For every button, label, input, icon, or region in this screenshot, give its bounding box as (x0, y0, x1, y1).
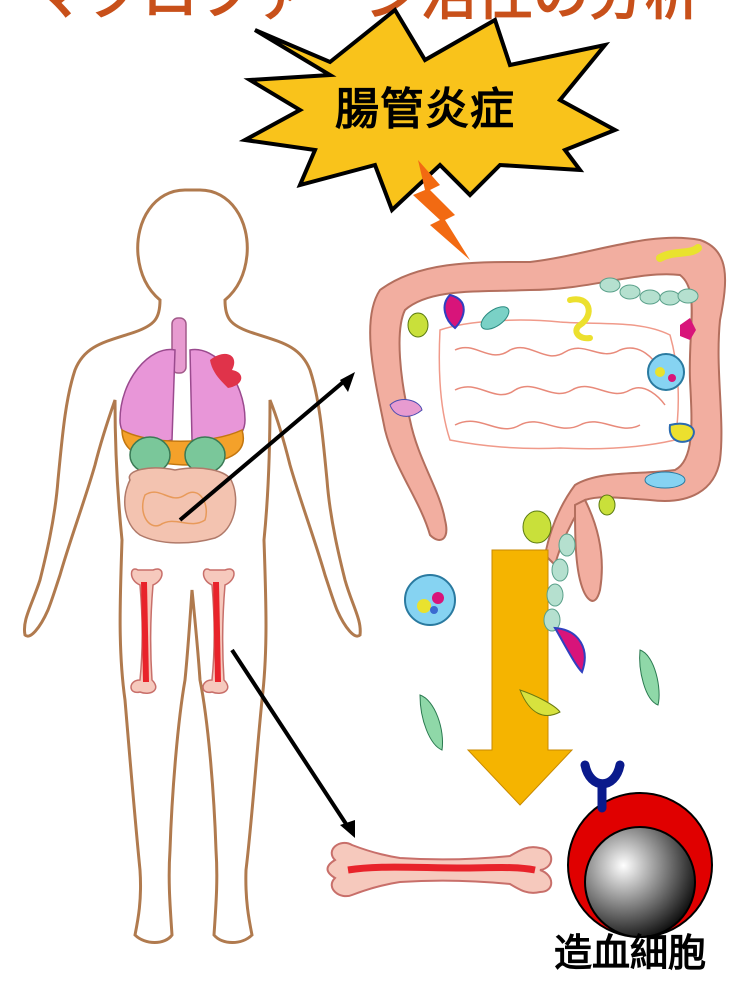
hematopoietic-cell (568, 765, 712, 937)
cell-label: 造血細胞 (540, 928, 720, 978)
intestine-small (125, 468, 236, 543)
microbe-pink-1 (445, 295, 464, 328)
small-intestine-loops (439, 320, 678, 449)
microbe-protozoa-1 (648, 354, 684, 390)
microbe-chain-1 (600, 278, 698, 305)
microbe-pink-4 (555, 628, 585, 672)
microbe-protozoa-2 (405, 575, 455, 625)
arrow-gut-head (340, 372, 355, 392)
human-body-outline (24, 190, 360, 943)
microbe-green-rod-1 (420, 695, 443, 750)
microbe-green-1 (408, 313, 428, 337)
microbe-yellow-3 (670, 424, 694, 442)
rectum (575, 500, 602, 601)
long-bone (328, 843, 552, 896)
microbe-green-rod-2 (640, 650, 659, 705)
arrow-bone-head (340, 820, 355, 838)
microbe-green-2 (523, 511, 551, 543)
microbe-teal-2 (645, 472, 685, 488)
microbe-green-3 (599, 495, 615, 515)
inflammation-label: 腸管炎症 (300, 80, 550, 140)
